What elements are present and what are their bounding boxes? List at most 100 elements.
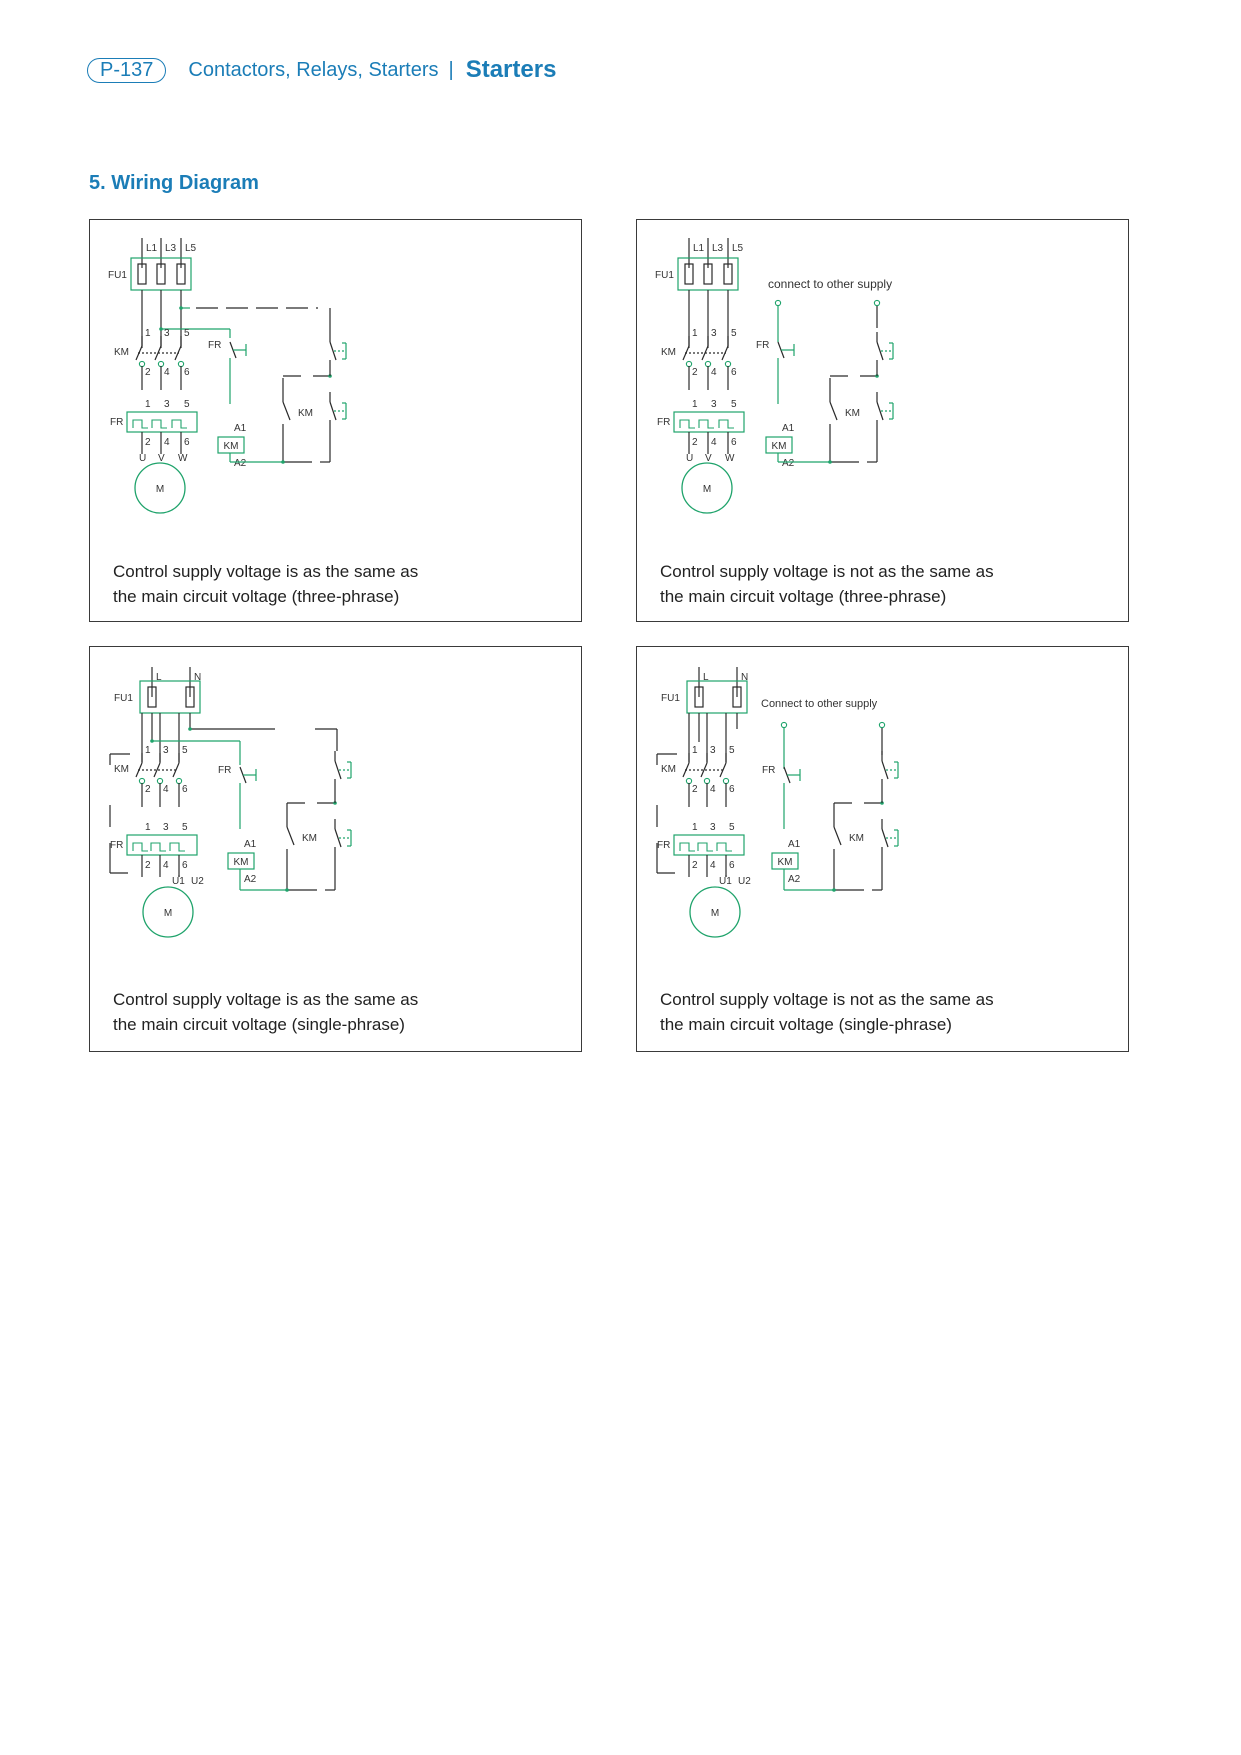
overload-label: FR (657, 840, 670, 851)
contactor-coil (765, 436, 793, 454)
thermal-element (132, 419, 148, 429)
overload-label: FR (110, 417, 123, 428)
terminal-label: 5 (184, 399, 190, 410)
motor-terminal-label: V (705, 453, 712, 464)
terminal-label: 3 (711, 328, 717, 339)
terminal-label: 1 (145, 822, 151, 833)
terminal-label: 3 (163, 822, 169, 833)
thermal-element (716, 842, 732, 852)
caption-line: Control supply voltage is not as the sam… (660, 990, 994, 1009)
motor-label: M (164, 908, 172, 919)
fuse-label: FU1 (108, 270, 127, 281)
terminal-label: 6 (184, 437, 190, 448)
thermal-element (132, 842, 148, 852)
supply-label: N (741, 672, 748, 683)
breadcrumb-item[interactable]: Contactors, (188, 58, 291, 81)
terminal-label: 2 (145, 367, 151, 378)
terminal-label: 1 (692, 745, 698, 756)
fuse-element (156, 263, 166, 285)
overload-block (673, 834, 745, 856)
junction-dot (159, 327, 163, 331)
page-header: P-137 Contactors, Relays, Starters | Sta… (87, 54, 556, 86)
terminal-label: 6 (729, 784, 735, 795)
contactor-label: KM (661, 764, 676, 775)
terminal-label: 4 (710, 784, 716, 795)
contactor-label: KM (114, 764, 129, 775)
supply-terminal (780, 721, 788, 729)
terminal-label: 5 (184, 328, 190, 339)
thermal-element (718, 419, 734, 429)
caption-line: the main circuit voltage (single-phrase) (113, 1015, 405, 1034)
overload-block (673, 411, 745, 433)
terminal-label: 5 (182, 745, 188, 756)
motor-terminal-label: U2 (191, 876, 204, 887)
junction-dot (281, 460, 285, 464)
diagram-caption: Control supply voltage is as the same as… (113, 987, 418, 1037)
contactor-label: KM (661, 347, 676, 358)
terminal-label: 2 (692, 784, 698, 795)
contactor-label: KM (114, 347, 129, 358)
start-button-blade (881, 828, 889, 848)
other-supply-note: Connect to other supply (761, 698, 878, 710)
contact-terminal (157, 360, 165, 368)
terminal-label: 6 (731, 367, 737, 378)
thermal-element (697, 842, 713, 852)
coil-terminal-label: A1 (782, 423, 795, 434)
start-button-blade (334, 828, 342, 848)
caption-line: the main circuit voltage (three-phrase) (660, 587, 947, 606)
diagram-caption: Control supply voltage is as the same as… (113, 559, 418, 609)
terminal-label: 5 (731, 399, 737, 410)
overload-block (126, 411, 198, 433)
terminal-label: 1 (692, 822, 698, 833)
terminal-label: 5 (729, 745, 735, 756)
contactor-coil (227, 852, 255, 870)
junction-dot (150, 739, 154, 743)
page-number-badge: P-137 (87, 57, 167, 83)
breadcrumb-item[interactable]: Starters (368, 58, 439, 81)
contact-terminal (138, 777, 146, 785)
terminal-label: 2 (145, 860, 151, 871)
motor-terminal-label: W (178, 453, 188, 464)
km-aux-blade (829, 401, 838, 421)
contact-blade (700, 762, 708, 778)
start-button-blade (876, 401, 884, 421)
terminal-label: 2 (145, 784, 151, 795)
terminal-label: 4 (164, 437, 170, 448)
coil-terminal-label: A2 (244, 874, 257, 885)
contact-terminal (704, 360, 712, 368)
diagram-caption: Control supply voltage is not as the sam… (660, 987, 994, 1037)
overload-label: FR (657, 417, 670, 428)
junction-dot (179, 306, 183, 310)
breadcrumb-item[interactable]: Relays, (296, 58, 363, 81)
aux-contact-label: KM (849, 833, 864, 844)
fuse-element (137, 263, 147, 285)
junction-dot (188, 727, 192, 731)
coil-terminal-label: A1 (234, 423, 247, 434)
terminal-label: 6 (182, 860, 188, 871)
supply-label: L5 (732, 243, 744, 254)
fuse-element (703, 263, 713, 285)
fuse-element (147, 686, 157, 708)
terminal-label: 6 (182, 784, 188, 795)
fr-contact-label: FR (208, 340, 221, 351)
fuse-element (684, 263, 694, 285)
motor-terminal-label: V (158, 453, 165, 464)
terminal-label: 3 (163, 745, 169, 756)
motor-circle (142, 886, 194, 938)
junction-dot (832, 888, 836, 892)
terminal-label: 2 (692, 860, 698, 871)
terminal-label: 4 (710, 860, 716, 871)
fuse-block (686, 680, 748, 714)
breadcrumb-current: Starters (465, 56, 557, 83)
caption-line: the main circuit voltage (three-phrase) (113, 587, 400, 606)
motor-terminal-label: U (139, 453, 146, 464)
terminal-label: 4 (163, 784, 169, 795)
coil-label: KM (234, 857, 249, 868)
coil-label: KM (778, 857, 793, 868)
terminal-label: 4 (163, 860, 169, 871)
terminal-label: 3 (164, 399, 170, 410)
km-aux-blade (833, 826, 842, 846)
contact-terminal (138, 360, 146, 368)
start-button-blade (329, 401, 337, 421)
